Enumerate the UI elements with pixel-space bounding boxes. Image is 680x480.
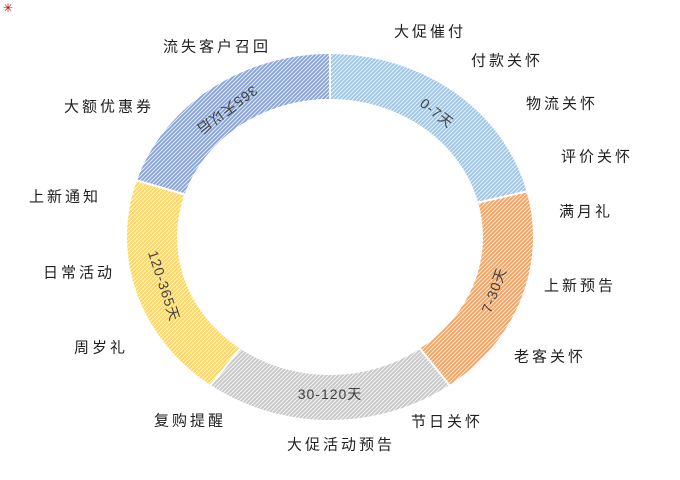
touchpoint-label-5: 上新预告	[543, 277, 617, 295]
segment-label-2: 30-120天	[297, 386, 363, 403]
donut-segment-0	[329, 51, 529, 205]
touchpoint-label-2: 物流关怀	[525, 95, 599, 113]
touchpoint-label-9: 复购提醒	[153, 412, 227, 430]
touchpoint-label-4: 满月礼	[558, 203, 614, 221]
touchpoint-label-3: 评价关怀	[560, 148, 634, 166]
touchpoint-label-7: 节日关怀	[410, 413, 484, 431]
touchpoint-label-6: 老客关怀	[513, 348, 587, 366]
touchpoint-label-8: 大促活动预告	[286, 436, 396, 454]
red-artifact-mark: ✳	[3, 1, 14, 15]
touchpoint-label-14: 流失客户召回	[162, 38, 272, 56]
touchpoint-label-0: 大促催付	[393, 23, 467, 41]
touchpoint-label-10: 周岁礼	[73, 339, 129, 357]
touchpoint-label-1: 付款关怀	[470, 52, 544, 70]
touchpoint-label-11: 日常活动	[42, 264, 116, 282]
touchpoint-label-13: 大额优惠券	[63, 98, 155, 116]
touchpoint-label-12: 上新通知	[28, 188, 102, 206]
donut-segment-3	[125, 178, 243, 388]
donut-segment-2	[208, 346, 452, 422]
donut-segment-4	[134, 51, 331, 196]
